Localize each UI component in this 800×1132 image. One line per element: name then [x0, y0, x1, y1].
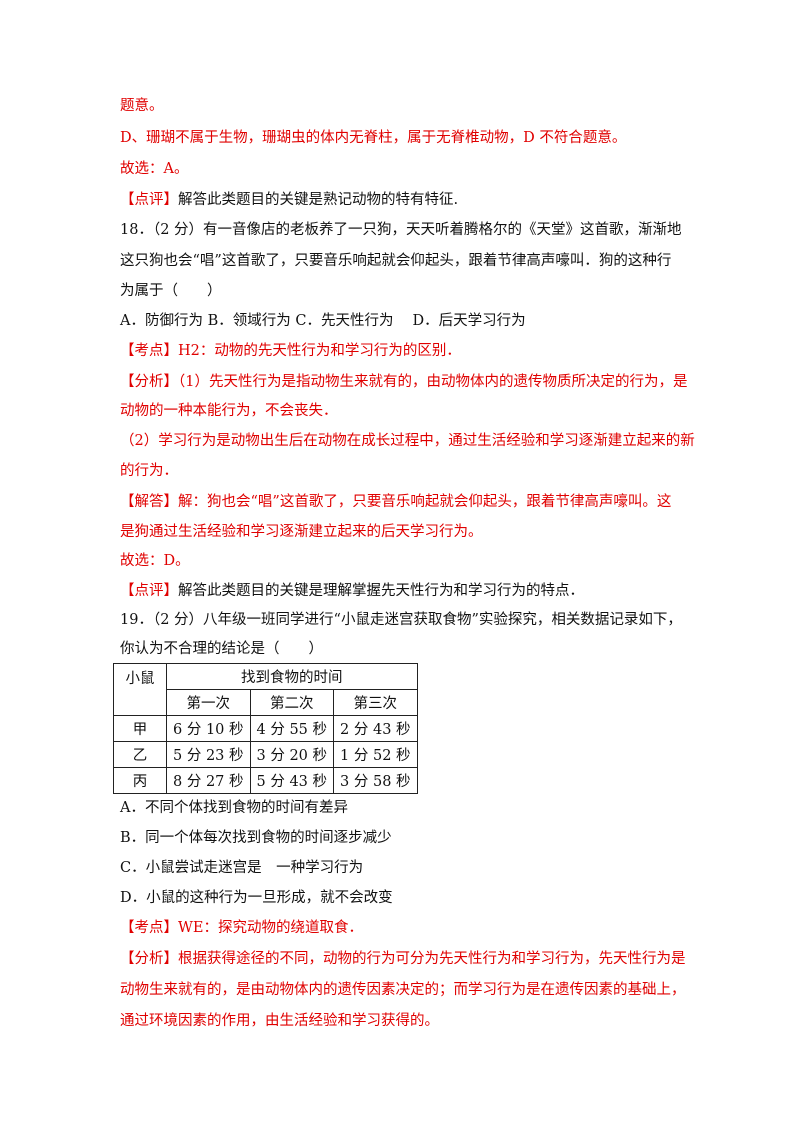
- table-col-header: 第一次: [166, 689, 251, 716]
- q18-fenxi-line4: 的行为．: [120, 463, 178, 479]
- kaodian-text: WE：探究动物的绕道取食．: [178, 920, 363, 936]
- q18-comment: 【点评】解答此类题目的关键是理解掌握先天性行为和学习行为的特点．: [120, 581, 584, 601]
- q18-fenxi-line3: （2）学习行为是动物出生后在动物在成长过程中，通过生活经验和学习逐渐建立起来的新: [120, 433, 695, 449]
- table-cell: 4 分 55 秒: [249, 715, 335, 742]
- kaodian-tag: 【考点】: [120, 343, 178, 359]
- table-row: 甲 6 分 10 秒 4 分 55 秒 2 分 43 秒: [113, 715, 418, 742]
- table-cell: 8 分 27 秒: [166, 767, 251, 794]
- q19-stem-line1: 19．（2 分）八年级一班同学进行“小鼠走迷宫获取食物”实验探究，相关数据记录如…: [120, 612, 682, 628]
- fenxi-tag: 【分析】: [120, 374, 178, 390]
- table-col-header: 第三次: [333, 689, 418, 716]
- table-corner-cell: 小鼠: [113, 663, 167, 716]
- table-subheader-row: 第一次 第二次 第三次: [114, 689, 418, 716]
- table-cell: 1 分 52 秒: [333, 741, 418, 768]
- mouse-maze-table: 小鼠 找到食物的时间 第一次 第二次 第三次 甲 6 分 10 秒 4 分 55…: [113, 663, 418, 794]
- jieda-text: 解：狗也会“唱”这首歌了，只要音乐响起就会仰起头，跟着节律高声嚎叫。这: [178, 494, 672, 510]
- q18-jieda-line2: 是狗通过生活经验和学习逐渐建立起来的后天学习行为。: [120, 524, 483, 540]
- comment-tag: 【点评】: [120, 583, 178, 599]
- q18-stem-line2: 这只狗也会“唱”这首歌了，只要音乐响起就会仰起头，跟着节律高声嚎叫．狗的这种行: [120, 253, 672, 269]
- table-row: 乙 5 分 23 秒 3 分 20 秒 1 分 52 秒: [113, 741, 418, 768]
- jieda-tag: 【解答】: [120, 494, 178, 510]
- kaodian-tag: 【考点】: [120, 920, 178, 936]
- q17-comment: 【点评】解答此类题目的关键是熟记动物的特有特征.: [120, 190, 458, 210]
- comment-text: 解答此类题目的关键是理解掌握先天性行为和学习行为的特点．: [178, 583, 584, 599]
- table-cell: 3 分 58 秒: [333, 767, 418, 794]
- q18-fenxi-line1: 【分析】（1）先天性行为是指动物生来就有的，由动物体内的遗传物质所决定的行为，是: [120, 372, 687, 392]
- fenxi-tag: 【分析】: [120, 951, 178, 967]
- q19-option-b: B．同一个体每次找到食物的时间逐步减少: [120, 830, 392, 846]
- q19-fenxi-line3: 通过环境因素的作用，由生活经验和学习获得的。: [120, 1013, 439, 1029]
- q18-stem-line3: 为属于（ ）: [120, 283, 222, 299]
- kaodian-text: H2：动物的先天性行为和学习行为的区别．: [178, 343, 461, 359]
- comment-tag: 【点评】: [120, 192, 178, 208]
- table-cell: 3 分 20 秒: [249, 741, 335, 768]
- table-row-label: 丙: [113, 767, 167, 794]
- q17-option-d: D、珊瑚不属于生物，珊瑚虫的体内无脊柱，属于无脊椎动物，D 不符合题意。: [120, 130, 627, 146]
- fenxi-text: 根据获得途径的不同，动物的行为可分为先天性行为和学习行为，先天性行为是: [178, 951, 686, 967]
- q18-kaodian: 【考点】H2：动物的先天性行为和学习行为的区别．: [120, 341, 461, 361]
- table-cell: 5 分 23 秒: [166, 741, 251, 768]
- q19-option-a: A．不同个体找到食物的时间有差异: [120, 800, 348, 816]
- q19-option-d: D．小鼠的这种行为一旦形成，就不会改变: [120, 890, 393, 906]
- table-row-label: 乙: [113, 741, 167, 768]
- table-col-header: 第二次: [249, 689, 335, 716]
- table-group-header: 找到食物的时间: [166, 663, 418, 690]
- q18-options: A．防御行为 B．领域行为 C．先天性行为 D．后天学习行为: [120, 313, 526, 329]
- table-cell: 5 分 43 秒: [249, 767, 335, 794]
- q19-kaodian: 【考点】WE：探究动物的绕道取食．: [120, 918, 363, 938]
- q18-answer: 故选：D。: [120, 553, 190, 569]
- table-header-row: 小鼠 找到食物的时间: [113, 663, 418, 716]
- q18-jieda-line1: 【解答】解：狗也会“唱”这首歌了，只要音乐响起就会仰起头，跟着节律高声嚎叫。这: [120, 492, 671, 512]
- q19-fenxi-line2: 动物生来就有的，是由动物体内的遗传因素决定的；而学习行为是在遗传因素的基础上，: [120, 982, 686, 998]
- q17-answer: 故选：A。: [120, 161, 189, 177]
- q19-option-c: C．小鼠尝试走迷宫是 一种学习行为: [120, 860, 364, 876]
- q18-stem-line1: 18．（2 分）有一音像店的老板养了一只狗，天天听着腾格尔的《天堂》这首歌，渐渐…: [120, 222, 682, 238]
- table-row-label: 甲: [113, 715, 167, 742]
- q19-stem-line2: 你认为不合理的结论是（ ）: [120, 641, 323, 657]
- q17-line1: 题意。: [120, 98, 164, 114]
- table-row: 丙 8 分 27 秒 5 分 43 秒 3 分 58 秒: [113, 767, 418, 794]
- table-cell: 2 分 43 秒: [333, 715, 418, 742]
- q19-fenxi-line1: 【分析】根据获得途径的不同，动物的行为可分为先天性行为和学习行为，先天性行为是: [120, 949, 686, 969]
- comment-text: 解答此类题目的关键是熟记动物的特有特征.: [178, 192, 459, 208]
- q18-fenxi-line2: 动物的一种本能行为，不会丧失．: [120, 403, 338, 419]
- table-cell: 6 分 10 秒: [166, 715, 251, 742]
- fenxi-text: （1）先天性行为是指动物生来就有的，由动物体内的遗传物质所决定的行为，是: [178, 374, 688, 390]
